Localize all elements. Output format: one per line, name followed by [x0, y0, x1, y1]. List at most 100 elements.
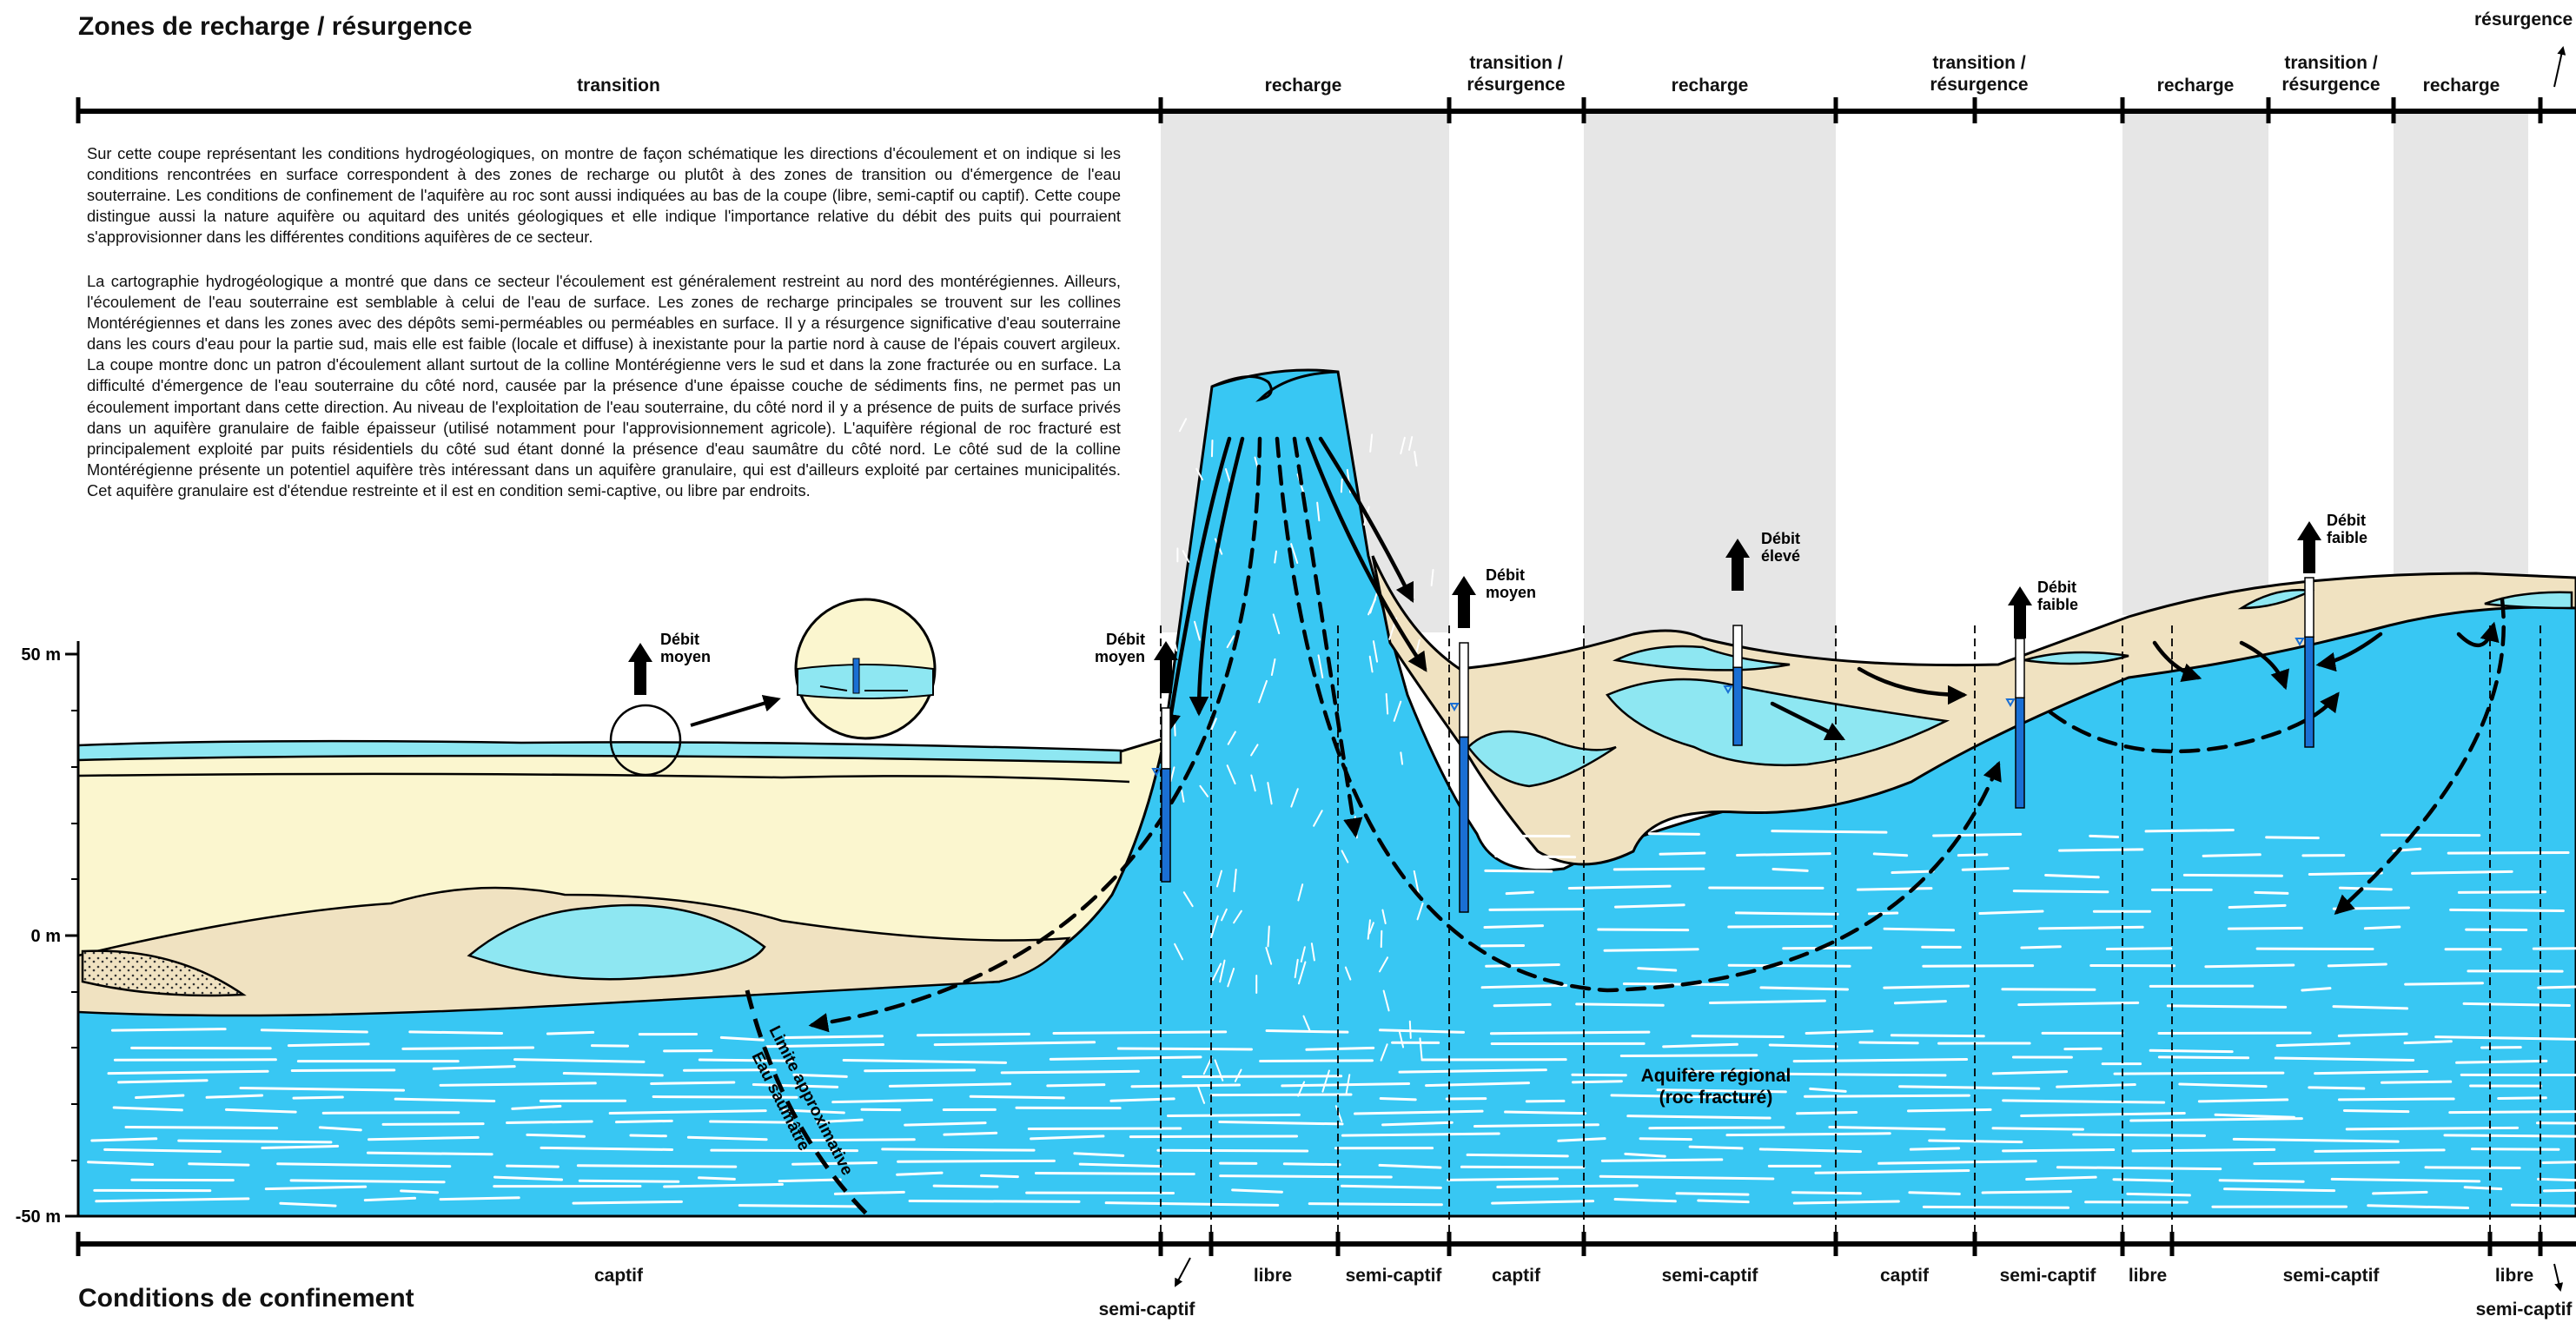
fracture: [2448, 852, 2568, 853]
fracture: [1341, 1186, 1440, 1187]
fracture: [2450, 1111, 2576, 1112]
fracture: [2255, 892, 2288, 893]
axis-label-minus50: -50 m: [16, 1207, 61, 1227]
well-screen: [1162, 769, 1170, 882]
fracture: [944, 1133, 997, 1134]
yield-arrow-icon: [1452, 576, 1476, 628]
fracture: [2133, 1149, 2275, 1151]
fracture: [1858, 889, 1931, 890]
fracture: [1183, 1076, 1341, 1077]
fracture: [2074, 1134, 2205, 1135]
zone-label: transition / résurgence: [2281, 52, 2380, 96]
fracture: [1267, 1031, 1348, 1033]
fracture: [1649, 834, 1699, 835]
fracture: [592, 1046, 627, 1047]
fracture: [2206, 965, 2294, 967]
confinement-label: semi-captif: [1662, 1265, 1758, 1287]
fracture: [1381, 931, 1382, 947]
zoom-well: [853, 658, 859, 693]
fracture: [1048, 1085, 1104, 1086]
fracture: [126, 1127, 277, 1128]
fracture: [1130, 1136, 1296, 1137]
fracture: [1660, 853, 1705, 854]
fracture: [573, 1201, 681, 1203]
fracture: [507, 1166, 559, 1167]
fracture: [1261, 1061, 1373, 1062]
fracture: [883, 1149, 1034, 1150]
fracture: [1891, 1035, 1983, 1036]
fracture: [1029, 1128, 1180, 1129]
well-screen: [1733, 667, 1742, 745]
fracture: [2374, 1192, 2427, 1194]
fracture: [527, 1134, 585, 1136]
semi-captif-pointer-right: [2554, 1264, 2560, 1290]
fracture: [1910, 1193, 1959, 1194]
fracture: [1461, 1167, 1584, 1168]
fracture: [2228, 928, 2301, 929]
fracture: [292, 1070, 394, 1071]
description-paragraph-1: Sur cette coupe représentant les conditi…: [87, 143, 1121, 248]
fracture: [2184, 875, 2281, 876]
fracture: [2413, 871, 2513, 873]
top-title: Zones de recharge / résurgence: [78, 12, 473, 42]
fracture: [1221, 1176, 1392, 1177]
fracture: [1506, 1112, 1586, 1114]
fracture: [631, 1135, 666, 1136]
fracture: [1736, 913, 1838, 915]
fracture: [1924, 966, 2033, 967]
description-paragraph-2: La cartographie hydrogéologique a montré…: [87, 271, 1121, 501]
fracture: [2014, 891, 2108, 892]
fracture: [1599, 929, 1688, 930]
fracture: [1467, 1154, 1567, 1155]
fracture: [2315, 1150, 2444, 1152]
well-label: élevé: [1761, 547, 1800, 565]
fracture: [2255, 1162, 2399, 1164]
fracture: [1738, 854, 1831, 856]
zone-label: recharge: [1672, 75, 1749, 96]
fracture: [2334, 908, 2408, 909]
fracture: [1798, 1113, 1857, 1114]
fracture: [2225, 1189, 2334, 1191]
fracture: [1729, 926, 1832, 927]
fracture: [1158, 1150, 1308, 1151]
fracture: [1602, 1160, 1721, 1161]
fracture: [699, 1060, 792, 1061]
fracture: [1805, 1095, 1969, 1096]
well-label: faible: [2037, 596, 2078, 613]
fracture: [1690, 1147, 1742, 1148]
fracture: [897, 1173, 942, 1174]
fracture: [2539, 987, 2576, 988]
confinement-label: captif: [1492, 1265, 1540, 1287]
well-label: moyen: [1486, 584, 1536, 601]
fracture: [112, 1029, 225, 1031]
fracture: [1993, 1128, 2083, 1129]
fracture: [1770, 1045, 1837, 1047]
well-label: faible: [2327, 529, 2367, 546]
fracture: [1884, 929, 1953, 930]
fracture: [2328, 964, 2386, 966]
fracture: [1118, 1048, 1251, 1049]
fracture: [410, 1032, 502, 1034]
fracture: [1614, 869, 1704, 870]
fracture: [1485, 926, 1542, 928]
fracture: [1309, 1204, 1441, 1205]
fracture: [1934, 834, 2021, 836]
fracture: [1475, 1125, 1599, 1127]
yield-arrow-icon: [2297, 521, 2321, 573]
well-casing: [1162, 708, 1170, 769]
zone-label: recharge: [1265, 75, 1342, 96]
confinement-label: libre: [2129, 1265, 2167, 1287]
fracture: [2405, 1042, 2451, 1043]
fracture: [1577, 1004, 1664, 1005]
fracture: [785, 1036, 882, 1038]
fracture: [711, 1121, 792, 1122]
fracture: [1491, 1032, 1648, 1034]
fracture: [2537, 1123, 2576, 1124]
fracture: [2199, 1100, 2287, 1101]
fracture: [1784, 948, 1871, 949]
fracture: [970, 1096, 1063, 1098]
fracture: [2499, 1098, 2546, 1099]
fracture: [1963, 869, 2008, 870]
recharge-band: [1584, 111, 1836, 685]
fracture: [1772, 831, 1886, 833]
